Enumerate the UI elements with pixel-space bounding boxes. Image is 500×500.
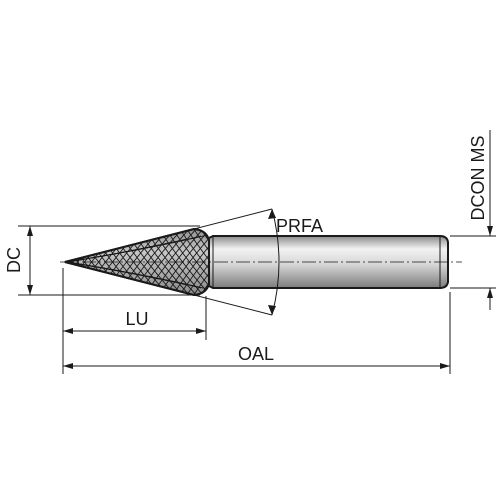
flute-line	[115, 229, 187, 295]
prfa-label: PRFA	[276, 216, 323, 236]
oal-label: OAL	[238, 344, 274, 364]
dcon-ms-label: DCON MS	[468, 136, 488, 221]
lu-dimension	[62, 268, 207, 374]
flute-line	[108, 229, 180, 295]
dcon-ms-dimension	[450, 130, 496, 310]
dc-label: DC	[4, 247, 24, 273]
prfa-dimension	[64, 208, 280, 316]
flute-line	[157, 229, 209, 295]
oal-dimension	[63, 292, 451, 374]
flute-line	[66, 229, 138, 295]
dc-dimension	[18, 225, 200, 296]
flute-line	[136, 229, 208, 295]
flute-line	[87, 229, 159, 295]
flute-line	[66, 261, 209, 292]
flute-line	[66, 232, 209, 263]
lu-label: LU	[125, 309, 148, 329]
